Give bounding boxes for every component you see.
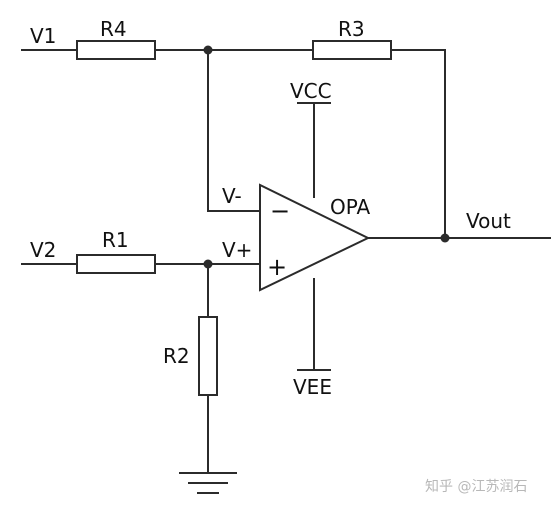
resistor-r4	[76, 40, 156, 60]
resistor-r3	[312, 40, 392, 60]
op-amp-triangle	[259, 183, 371, 292]
label-vout: Vout	[466, 209, 511, 233]
label-r1: R1	[102, 228, 129, 252]
noninverting-sign: +	[267, 253, 287, 281]
label-v-minus: V-	[222, 184, 242, 208]
label-v-plus: V+	[222, 238, 252, 262]
watermark-text: 知乎 @江苏润石	[425, 478, 527, 495]
label-r3: R3	[338, 17, 365, 41]
resistor-r1	[76, 254, 156, 274]
label-vee: VEE	[293, 375, 332, 399]
label-opa: OPA	[330, 195, 371, 219]
label-v2: V2	[30, 238, 56, 262]
resistor-r2	[198, 316, 218, 396]
label-r2: R2	[163, 344, 190, 368]
label-r4: R4	[100, 17, 127, 41]
junction-output-node	[440, 233, 450, 243]
label-vcc: VCC	[290, 79, 332, 103]
inverting-sign: −	[270, 197, 290, 225]
label-v1: V1	[30, 24, 56, 48]
ground-icon	[179, 472, 237, 494]
